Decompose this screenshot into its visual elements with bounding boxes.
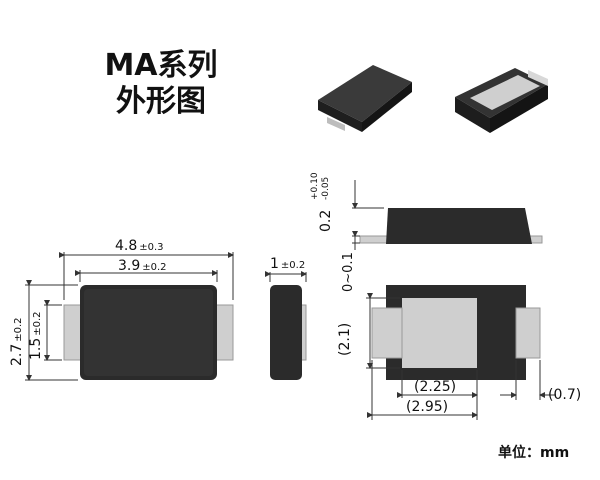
dim-pad-span: (2.95) bbox=[406, 399, 448, 415]
dim-pad-width: (0.7) bbox=[548, 387, 581, 403]
package-profile-view bbox=[359, 208, 543, 244]
dim-height: 0.2 bbox=[318, 210, 334, 232]
dim-pad-gap: (2.25) bbox=[414, 379, 456, 395]
page-title: MA系列 外形图 bbox=[86, 48, 236, 120]
package-top-view bbox=[63, 285, 234, 380]
package-side-view bbox=[270, 285, 307, 380]
dim-body-width: 2.7±0.2 bbox=[9, 317, 25, 366]
dim-standoff: 0~0.1 bbox=[341, 252, 356, 292]
title-line-1: MA系列 bbox=[104, 48, 218, 83]
dim-pad-height: (2.1) bbox=[337, 323, 353, 356]
title-line-2: 外形图 bbox=[116, 84, 206, 119]
dim-total-length: 4.8±0.3 bbox=[115, 238, 164, 254]
dim-lead-width: 1.5±0.2 bbox=[28, 311, 44, 360]
dim-height-tol-plus: +0.10 bbox=[310, 172, 320, 200]
dim-body-length: 3.9±0.2 bbox=[118, 258, 167, 274]
unit-label: 单位：mm bbox=[498, 445, 570, 461]
package-3d-top-view bbox=[318, 65, 412, 132]
dim-height-tol-minus: -0.05 bbox=[321, 177, 331, 200]
package-bottom-view bbox=[371, 285, 541, 380]
dim-thickness: 1±0.2 bbox=[270, 256, 305, 272]
package-3d-bottom-view bbox=[455, 68, 548, 133]
